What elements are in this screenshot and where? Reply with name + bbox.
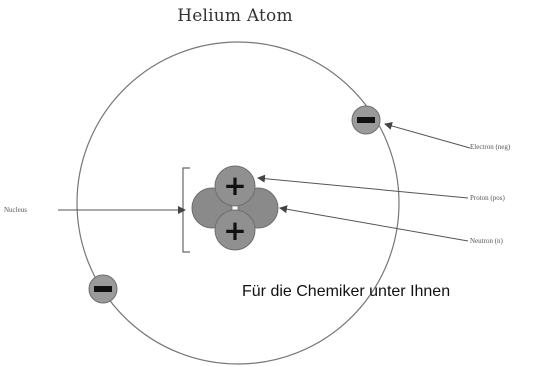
electron-label: Electron (neg) xyxy=(470,143,511,151)
electron-upper-right xyxy=(351,105,381,135)
neutron-label: Neutron (n) xyxy=(470,237,503,245)
proton-leader-line xyxy=(257,174,469,199)
proton-bottom xyxy=(214,209,256,251)
neutron-leader-line xyxy=(279,205,469,242)
nucleus-label: Nucleus xyxy=(4,206,27,214)
caption-text: Für die Chemiker unter Ihnen xyxy=(242,283,451,300)
proton-bottom-plus-sign: + xyxy=(223,214,246,247)
diagram-title: Helium Atom xyxy=(177,6,293,26)
electron-orbit xyxy=(76,41,400,365)
proton-top-plus-sign: + xyxy=(223,169,246,202)
electron-lower-left xyxy=(88,274,118,304)
electron-leader-line xyxy=(384,122,471,149)
proton-label: Proton (pos) xyxy=(470,194,505,202)
nucleus: + + xyxy=(191,165,279,251)
proton-top xyxy=(214,165,256,207)
